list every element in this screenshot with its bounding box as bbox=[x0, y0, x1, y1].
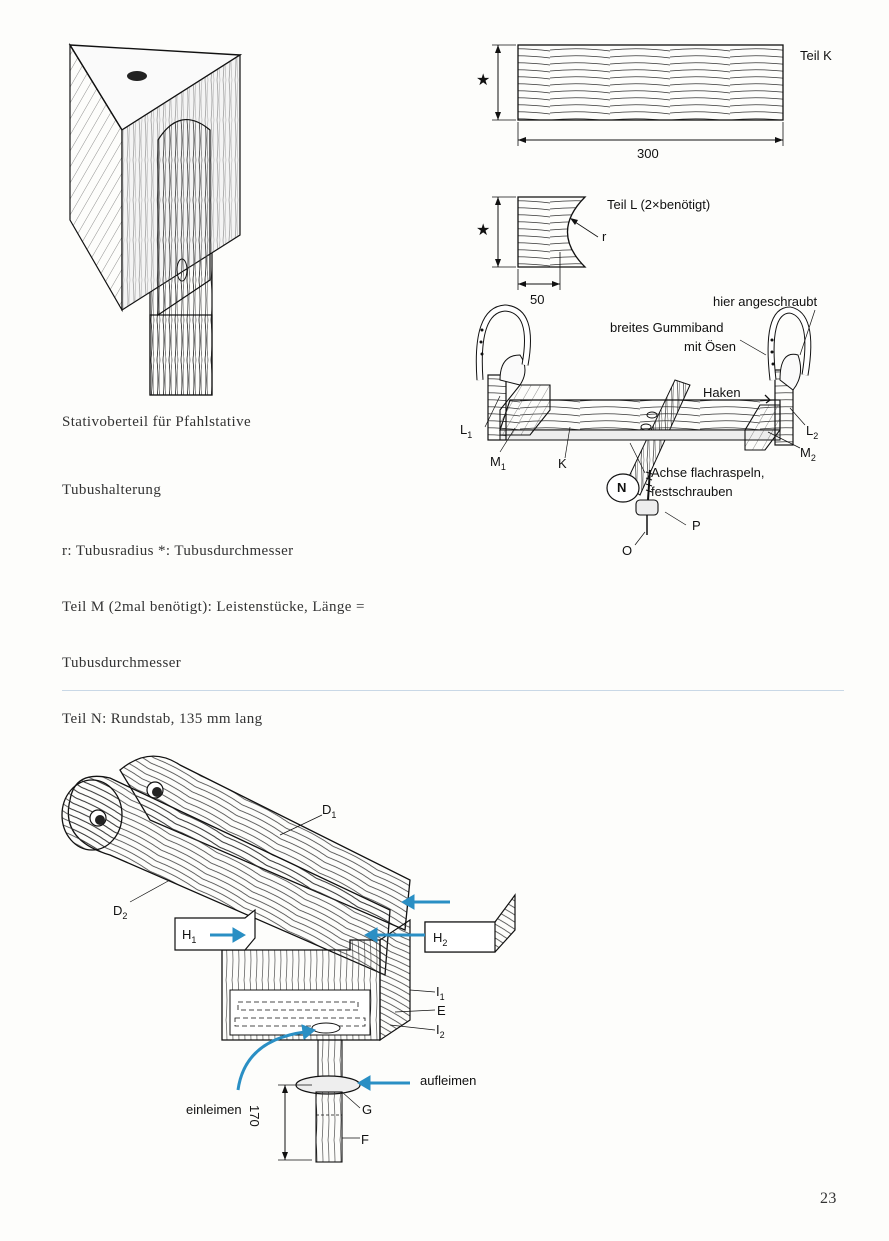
label-hook: Haken bbox=[703, 385, 741, 400]
legend-line: Teil N: Rundstab, 135 mm lang bbox=[62, 711, 263, 727]
label-n: N bbox=[617, 480, 627, 495]
label-d2: D2 bbox=[113, 903, 128, 921]
label-o: O bbox=[622, 543, 633, 558]
tube-cradle-assembly-drawing bbox=[61, 755, 516, 1163]
label-l2: L2 bbox=[806, 423, 819, 441]
caption-legend: r: Tubusradius *: Tubusdurchmesser Teil … bbox=[62, 506, 365, 747]
label-p: P bbox=[692, 518, 701, 533]
part-l-dimension: 50 bbox=[530, 292, 545, 307]
label-m2: M2 bbox=[800, 445, 816, 463]
dimension-170: 170 bbox=[247, 1105, 262, 1127]
part-l-drawing bbox=[492, 196, 599, 290]
part-l-star: ★ bbox=[476, 222, 491, 239]
part-k-dimension: 300 bbox=[637, 146, 659, 161]
label-m1: M1 bbox=[490, 454, 506, 472]
label-rubber-band-2: mit Ösen bbox=[684, 339, 737, 354]
legend-line: r: Tubusradius *: Tubusdurchmesser bbox=[62, 543, 294, 559]
legend-line: Tubusdurchmesser bbox=[62, 655, 182, 671]
label-screwed-on: hier angeschraubt bbox=[713, 294, 818, 309]
part-l-radius: r bbox=[602, 229, 607, 244]
caption-stand-top: Stativoberteil für Pfahlstative bbox=[62, 414, 252, 430]
caption-tube-holder-title: Tubushalterung bbox=[62, 482, 162, 498]
label-glue-in: einleimen bbox=[186, 1102, 242, 1117]
label-h1: H1 bbox=[182, 927, 197, 945]
label-d1: D1 bbox=[322, 802, 337, 820]
label-k: K bbox=[558, 456, 567, 471]
label-f: F bbox=[361, 1132, 369, 1147]
label-axle-2: festschrauben bbox=[651, 484, 733, 499]
label-e: E bbox=[437, 1003, 446, 1018]
part-k-star: ★ bbox=[476, 72, 491, 89]
stand-top-drawing bbox=[68, 42, 243, 396]
label-glue-on: aufleimen bbox=[420, 1073, 477, 1088]
legend-line: Teil M (2mal benötigt): Leistenstücke, L… bbox=[62, 599, 365, 615]
part-k-title: Teil K bbox=[800, 48, 832, 63]
label-i2: I2 bbox=[436, 1022, 445, 1040]
part-k-drawing bbox=[492, 44, 784, 146]
label-rubber-band-1: breites Gummiband bbox=[610, 320, 724, 335]
tube-holder-assembly-drawing bbox=[475, 304, 816, 546]
label-axle-1: Achse flachraspeln, bbox=[651, 465, 765, 480]
part-l-title: Teil L (2×benötigt) bbox=[607, 197, 711, 212]
label-i1: I1 bbox=[436, 984, 445, 1002]
label-l1: L1 bbox=[460, 422, 473, 440]
page-number: 23 bbox=[820, 1190, 837, 1207]
label-g: G bbox=[362, 1102, 373, 1117]
label-h2: H2 bbox=[433, 930, 448, 948]
section-divider bbox=[62, 690, 844, 691]
